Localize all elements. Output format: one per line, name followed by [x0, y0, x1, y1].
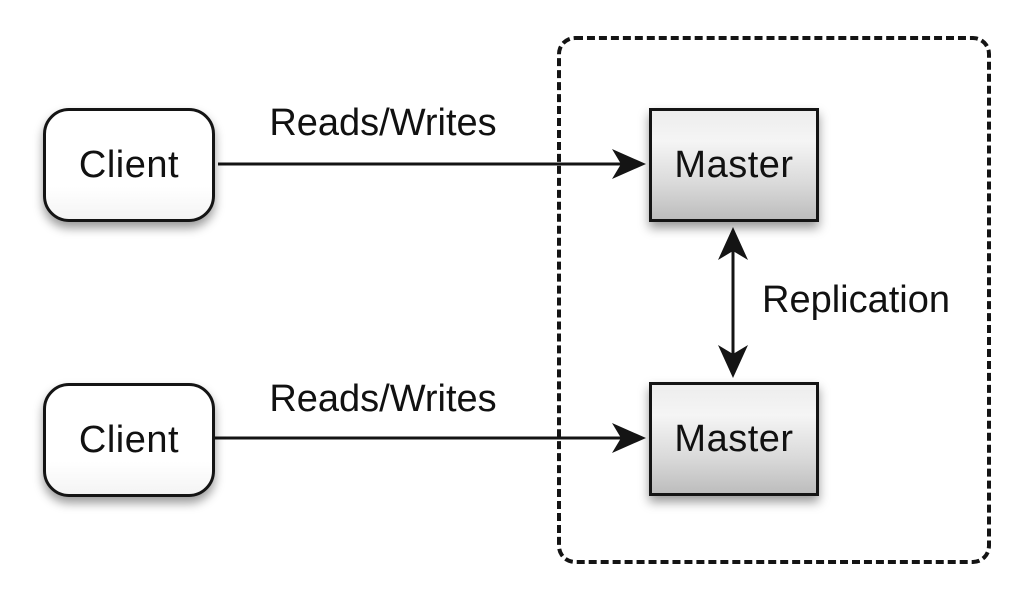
- node-master-bottom-label: Master: [674, 417, 794, 460]
- node-master-top: Master: [649, 108, 819, 222]
- edge-label-replication: Replication: [762, 279, 950, 321]
- node-client-top-label: Client: [78, 143, 180, 186]
- edge-label-reads-writes-bottom: Reads/Writes: [269, 378, 497, 420]
- replication-group-boundary: [557, 36, 991, 564]
- node-master-top-label: Master: [674, 143, 794, 186]
- node-client-bottom-label: Client: [78, 418, 180, 461]
- edge-label-reads-writes-top: Reads/Writes: [269, 102, 497, 144]
- node-client-bottom: Client: [43, 383, 215, 497]
- node-master-bottom: Master: [649, 382, 819, 496]
- node-client-top: Client: [43, 108, 215, 222]
